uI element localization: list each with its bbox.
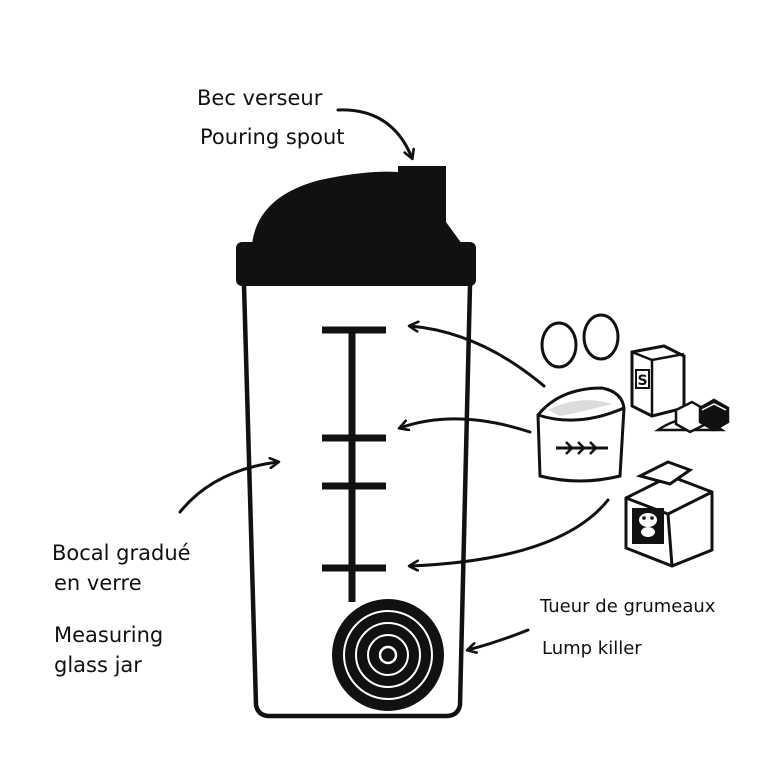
sugar-cubes-icon (653, 398, 730, 434)
salt-letter: S (637, 373, 647, 389)
cow-icon (632, 508, 664, 544)
label-lump-killer-en: Lump killer (542, 638, 642, 659)
salt-box-icon: S (630, 344, 686, 418)
label-jar-en-line2: glass jar (54, 653, 142, 677)
label-lump-killer-fr: Tueur de grumeaux (540, 596, 716, 617)
label-jar-en-line1: Measuring (54, 623, 164, 647)
arrow-to-jar (178, 462, 278, 514)
label-jar-fr-line1: Bocal gradué (52, 541, 191, 565)
arrow-to-spout (336, 108, 412, 158)
eggs-icon (540, 313, 620, 369)
arrow-to-lump-killer (468, 628, 530, 650)
flour-sack-icon (536, 386, 626, 483)
label-pouring-spout-en: Pouring spout (200, 125, 345, 149)
arrow-milk-to-mark (410, 498, 610, 566)
lump-killer-disc (332, 599, 444, 711)
shaker-lid (236, 166, 476, 286)
arrow-flour-to-mark (400, 417, 532, 434)
milk-carton-icon (624, 460, 714, 568)
label-jar-fr-line2: en verre (54, 571, 142, 595)
label-pouring-spout-fr: Bec verseur (197, 86, 323, 110)
measuring-scale (322, 326, 386, 602)
arrow-eggs-to-top-mark (410, 326, 546, 388)
